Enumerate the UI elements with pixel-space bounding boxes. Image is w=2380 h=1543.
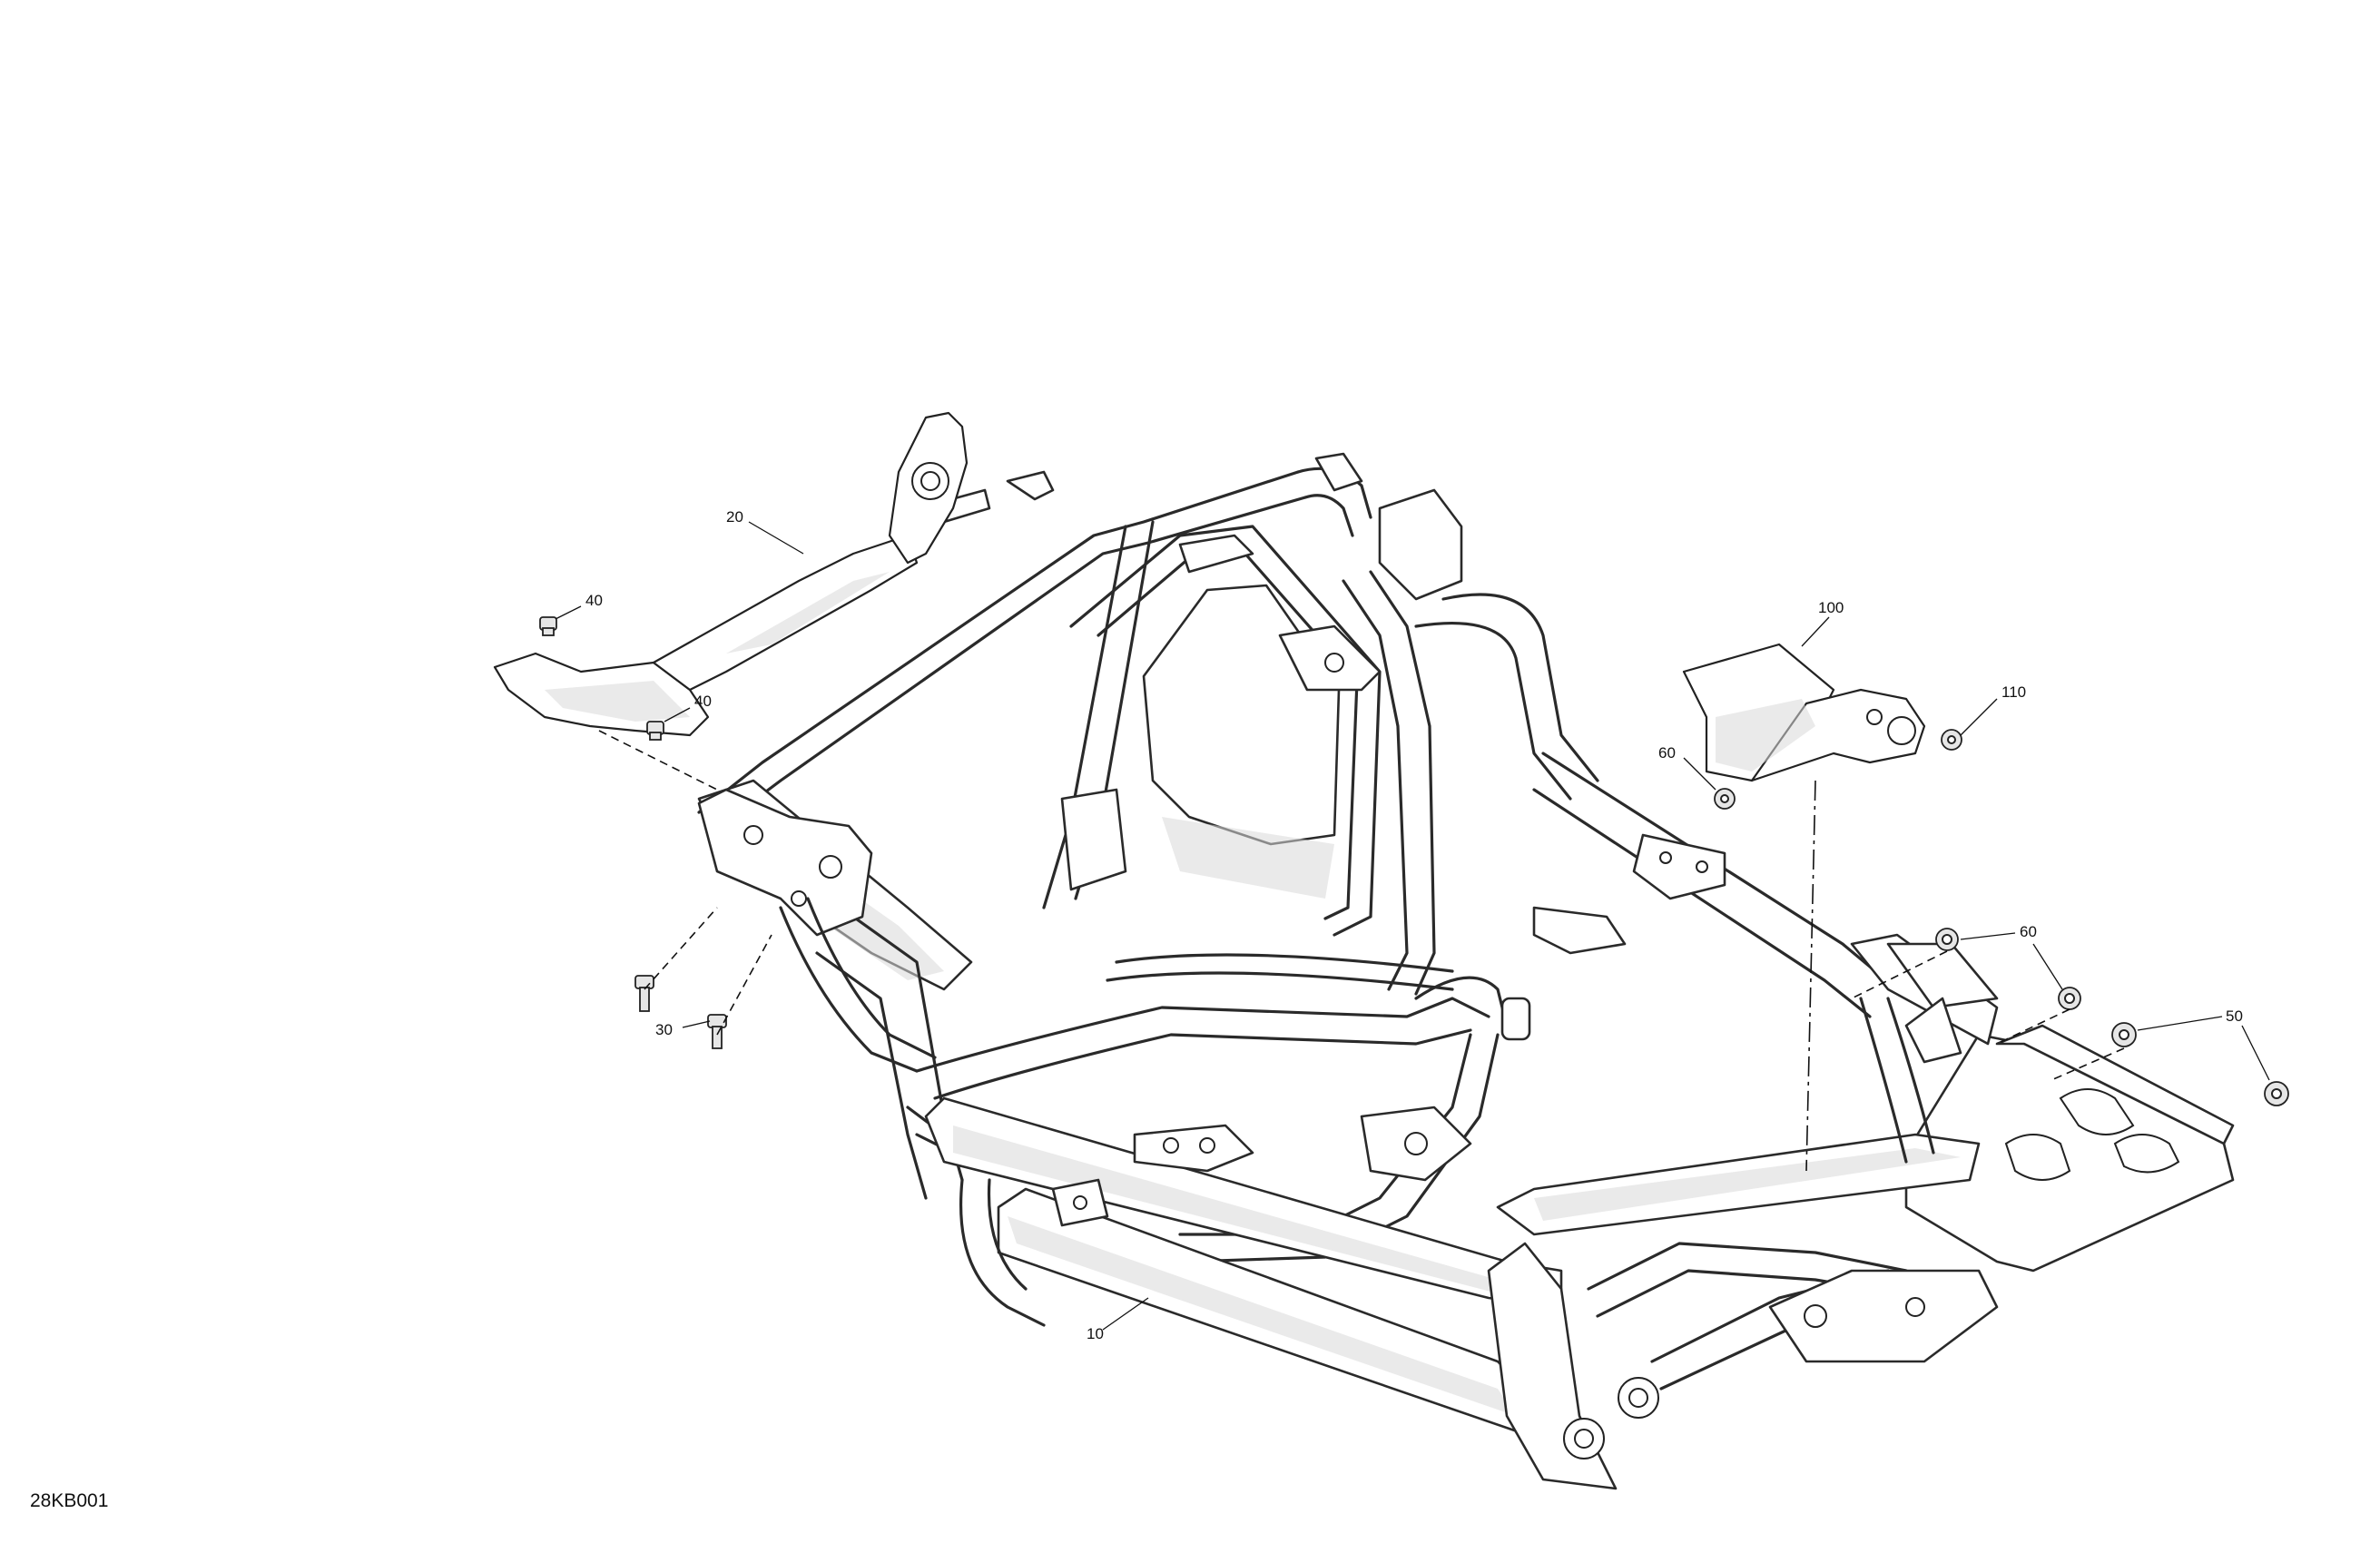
callout-40-upper: 40	[585, 592, 603, 609]
nut-60-right-a	[1935, 928, 1959, 951]
assembly-lines	[598, 730, 2125, 1172]
callout-60-left: 60	[1658, 744, 1676, 762]
nut-40-lower	[646, 721, 664, 741]
nut-50-b	[2264, 1081, 2289, 1106]
bracket-part-100	[1682, 643, 1926, 782]
callout-100: 100	[1818, 599, 1844, 616]
callout-30: 30	[655, 1021, 673, 1038]
main-frame	[697, 452, 2235, 1490]
bolt-110	[1941, 729, 1962, 751]
callout-110: 110	[2001, 683, 2026, 701]
callout-40-lower: 40	[694, 693, 712, 710]
nut-40-upper	[539, 616, 557, 636]
reference-code: 28KB001	[30, 1490, 108, 1511]
nut-60-left	[1714, 788, 1736, 810]
fasteners	[539, 616, 2289, 1106]
bolt-30-b	[707, 1014, 727, 1049]
callout-60-right: 60	[2020, 923, 2037, 940]
leader-lines	[555, 521, 2270, 1331]
nut-50-a	[2111, 1022, 2137, 1047]
callout-20: 20	[726, 508, 743, 526]
callout-labels: 20 40 40 30 100 110 60 60 50 10	[585, 508, 2243, 1342]
subframe-part-20	[493, 411, 969, 737]
callout-50: 50	[2226, 1007, 2243, 1025]
callout-10: 10	[1087, 1325, 1104, 1342]
nut-60-right-b	[2058, 987, 2081, 1010]
bolt-30-a	[634, 975, 654, 1012]
